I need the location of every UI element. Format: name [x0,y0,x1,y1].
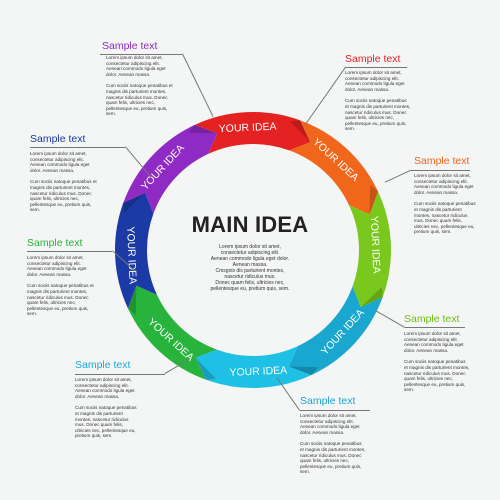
block-paragraph: Lorem ipsum dolor sit amet, consectetur … [414,173,474,195]
main-idea-center: MAIN IDEA Lorem ipsum dolor sit amet, co… [175,212,325,292]
segment-label: YOUR IDEA [368,216,383,274]
block-paragraph: Cum sociis natoque penatibus et magnis d… [414,201,476,235]
block-paragraph: Lorem ipsum dolor sit amet, consectetur … [300,413,360,435]
ring-segment [123,124,218,214]
text-block-purple: Sample text Lorem ipsum dolor sit amet, … [102,40,174,117]
connector-line-blue [30,147,125,148]
ring-segment-fold [195,357,217,380]
connector-line-teal [300,410,370,411]
main-idea-title: MAIN IDEA [191,212,309,237]
block-paragraph: Cum sociis natoque penatibus et magnis d… [30,179,97,213]
block-paragraph: Lorem ipsum dolor sit amet, consectetur … [30,151,90,173]
main-idea-body: Lorem ipsum dolor sit amet, consectetur … [175,244,325,292]
text-block-lime: Sample text Lorem ipsum dolor sit amet, … [404,313,470,393]
ring-segment [289,120,379,215]
ring-segment [127,285,217,380]
main-idea-line: nascetur ridiculus mus. [224,274,276,280]
ring-segment-fold [188,124,218,134]
ring-segment [288,286,383,376]
text-block-red: Sample text Lorem ipsum dolor sit amet, … [345,53,411,132]
block-title: Sample text [345,53,401,65]
block-paragraph: Cum sociis natoque penatibus et magnis d… [27,283,94,317]
connector-line-green [27,251,112,252]
ring-segment [194,112,311,154]
block-title: Sample text [414,155,470,167]
segment-label: YOUR IDEA [229,364,287,379]
ring-segment-fold [123,192,146,214]
main-idea-line: Cmsgois dis parturient montes, [215,268,285,274]
block-title: Sample text [27,237,83,249]
main-idea-line: Aenean massa. [232,262,268,268]
ring-segment-fold [127,285,137,315]
ring-segment-fold [289,120,311,143]
block-paragraph: Cum sociis natoque penatibus et magnis d… [75,405,137,439]
ring-segment-fold [360,286,383,308]
block-paragraph: Lorem ipsum dolor sit amet, consectetur … [345,70,405,92]
connector-line-cyan [75,374,165,375]
text-block-blue: Sample text Lorem ipsum dolor sit amet, … [30,133,100,213]
ring-segment-fold [369,185,379,215]
main-idea-line: Donec quam felis, ultricies nec, [215,280,285,286]
main-idea-line: pellentesque eu, pretium quis, sem. [210,286,290,292]
block-paragraph: Lorem ipsum dolor sit amet, consectetur … [404,331,464,353]
connector-line-red [345,67,407,68]
block-paragraph: Cum sociis natoque penatibus et magnis d… [345,98,411,132]
block-title: Sample text [75,359,131,371]
ring-segment [349,191,391,308]
block-title: Sample text [30,133,86,145]
text-block-green: Sample text Lorem ipsum dolor sit amet, … [27,237,97,317]
block-title: Sample text [102,40,158,52]
text-block-teal: Sample text Lorem ipsum dolor sit amet, … [300,395,366,475]
segment-label: YOUR IDEA [124,226,139,284]
block-paragraph: Lorem ipsum dolor sit amet, consectetur … [106,55,166,77]
text-block-cyan: Sample text Lorem ipsum dolor sit amet, … [75,359,139,439]
ring-segment-fold [288,366,318,376]
text-block-orange: Sample text Lorem ipsum dolor sit amet, … [414,155,476,235]
segment-label: YOUR IDEA [219,121,277,136]
block-paragraph: Cum sociis natoque penatibus et magnis d… [106,83,173,117]
ring-segment [115,192,157,309]
main-idea-line: consectetur adipiscing elit. [220,250,280,256]
block-title: Sample text [300,395,356,407]
block-paragraph: Lorem ipsum dolor sit amet, consectetur … [75,377,135,399]
connector-line-purple [100,54,182,55]
ring-segment [195,346,312,388]
block-paragraph: Cum sociis natoque penatibus et magnis d… [300,441,366,475]
block-paragraph: Cum sociis natoque penatibus et magnis d… [404,359,470,393]
connector-line-orange [410,170,470,171]
main-idea-line: Aenean commodo ligula eget dolor. [210,256,290,262]
main-idea-line: Lorem ipsum dolor sit amet, [219,244,281,250]
block-title: Sample text [404,313,460,325]
idea-ring [115,112,391,388]
block-paragraph: Lorem ipsum dolor sit amet, consectetur … [27,255,87,277]
connector-line-lime [405,327,465,328]
